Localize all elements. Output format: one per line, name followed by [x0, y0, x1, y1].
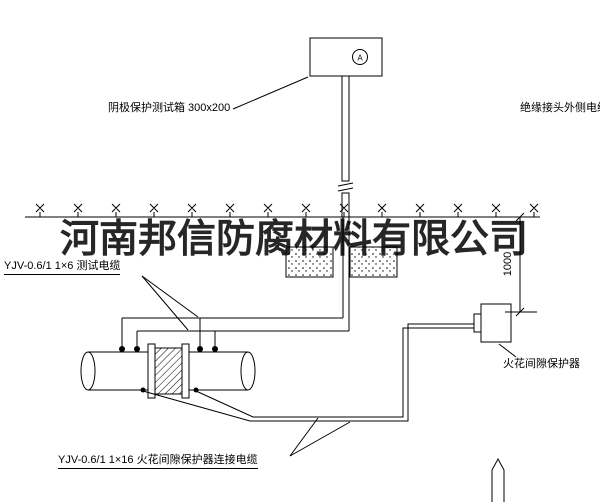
cadweld-dot	[134, 346, 140, 352]
test-box: A	[309, 37, 383, 77]
pipe-end-right	[240, 351, 256, 391]
pipeline	[80, 343, 256, 399]
spark-gap-leader-line	[498, 343, 517, 358]
test-box-label: 阴极保护测试箱 300x200	[108, 102, 231, 114]
spark-gap-label: 火花间隙保护器	[503, 358, 580, 370]
test-cables	[121, 217, 350, 349]
spark-gap-box	[480, 303, 512, 343]
dimension-text: 1000	[502, 252, 514, 276]
conduit	[337, 75, 354, 218]
dimension-tick	[515, 212, 525, 222]
spark-gap-cables	[140, 323, 481, 422]
break-mark	[337, 187, 354, 192]
test-cable-leader-line	[141, 275, 199, 318]
spark-gap-terminal	[473, 313, 482, 333]
ground-hatch-marks	[35, 203, 539, 217]
spark-gap-cable-2	[195, 327, 481, 418]
concrete-block-right	[349, 246, 398, 278]
cadweld-dot	[119, 346, 125, 352]
spark-gap-cable-label: YJV-0.6/1 1×16 火花间隙保护器连接电缆	[58, 454, 258, 469]
test-cable-leader-line	[141, 275, 189, 331]
spark-gap-protector	[473, 303, 512, 343]
ground	[25, 203, 540, 218]
dimension-1000: 1000	[502, 212, 537, 317]
cadweld-dot	[212, 346, 218, 352]
test-box-outline	[309, 37, 383, 77]
watermark: 河南邦信防腐材料有限公司	[60, 218, 529, 261]
cadweld-dot	[197, 346, 203, 352]
flange-right	[181, 343, 190, 399]
conduit-upper	[341, 75, 350, 182]
insulating-joint	[154, 347, 183, 395]
flange-left	[147, 343, 156, 399]
section-symbol	[491, 457, 505, 502]
spark-gap-cable-1	[142, 323, 481, 422]
meter-circle	[352, 49, 368, 65]
break-mark	[337, 182, 354, 187]
pipe-end-left	[80, 351, 96, 391]
test-cable-label: YJV-0.6/1 1×6 测试电缆	[4, 260, 121, 275]
meter-symbol: A	[357, 54, 363, 63]
spark-cable-leader-line	[289, 421, 351, 457]
test-box-leader-line	[232, 76, 309, 110]
section-symbol-cap	[491, 457, 505, 471]
spark-cable-leader-line	[289, 417, 319, 457]
outer-cable-label: 绝缘接头外侧电缆	[520, 102, 600, 114]
concrete-block-left	[285, 246, 334, 278]
